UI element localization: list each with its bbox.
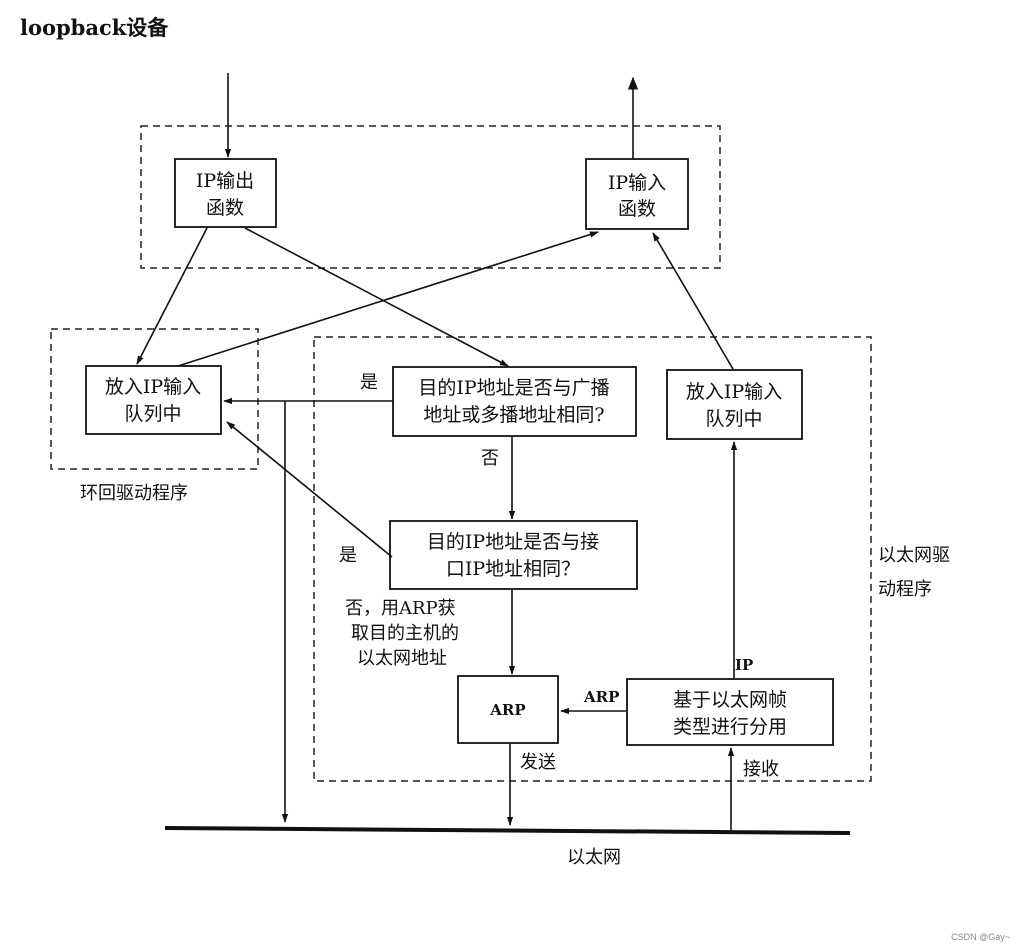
broadcast-check-box: 目的IP地址是否与广播 地址或多播地址相同? <box>392 366 637 437</box>
interface-check-line2: 口IP地址相同？ <box>446 558 580 580</box>
arp-box-label: ARP <box>489 701 525 719</box>
broadcast-check-line2: 地址或多播地址相同? <box>423 404 604 426</box>
label-ethernet: 以太网 <box>567 847 621 868</box>
label-arp-edge: ARP <box>583 688 619 706</box>
ip-output-box: IP输出 函数 <box>174 158 277 228</box>
label-no-arp-line1: 否，用ARP获 <box>345 598 456 619</box>
demux-box: 基于以太网帧 类型进行分用 <box>626 678 834 746</box>
label-yes-broadcast: 是 <box>360 372 378 393</box>
ip-input-box: IP输入 函数 <box>585 158 689 230</box>
interface-check-box: 目的IP地址是否与接 口IP地址相同？ <box>389 520 638 590</box>
loopback-queue-box: 放入IP输入 队列中 <box>85 365 222 435</box>
ethernet-queue-box: 放入IP输入 队列中 <box>666 369 803 440</box>
ip-layer-region <box>140 125 721 269</box>
ip-output-line2: 函数 <box>206 197 244 219</box>
ethernet-queue-line2: 队列中 <box>705 408 762 430</box>
ethernet-bus <box>164 826 851 835</box>
demux-line2: 类型进行分用 <box>673 716 787 738</box>
loopback-queue-line1: 放入IP输入 <box>105 376 201 398</box>
label-ethernet-driver-line2: 动程序 <box>878 579 932 600</box>
ip-input-line2: 函数 <box>618 198 656 220</box>
arrow-ip-output-to-loopback-queue <box>136 227 208 365</box>
broadcast-check-line1: 目的IP地址是否与广播 <box>418 377 609 399</box>
arrow-ethernet-queue-to-ip-input <box>652 232 734 370</box>
arrow-interface-yes <box>226 421 393 558</box>
label-loopback-driver: 环回驱动程序 <box>80 483 188 504</box>
page-title: loopback设备 <box>20 15 169 40</box>
interface-check-line1: 目的IP地址是否与接 <box>427 531 599 553</box>
label-no-arp-line2: 取目的主机的 <box>351 623 459 644</box>
loopback-driver-region <box>50 328 259 470</box>
label-ip-edge: IP <box>735 656 753 674</box>
ip-input-line1: IP输入 <box>608 172 666 194</box>
arrow-loopback-queue-to-ip-input <box>177 231 599 367</box>
ethernet-queue-line1: 放入IP输入 <box>686 381 782 403</box>
loopback-queue-line2: 队列中 <box>124 403 181 425</box>
arp-box: ARP <box>457 675 559 744</box>
watermark: CSDN @Gay~ <box>951 932 1010 942</box>
demux-line1: 基于以太网帧 <box>673 689 787 711</box>
label-no-arp-line3: 以太网地址 <box>357 648 447 669</box>
label-no-broadcast: 否 <box>481 448 499 469</box>
ip-output-line1: IP输出 <box>196 170 254 192</box>
ethernet-driver-region <box>313 336 872 782</box>
label-receive: 接收 <box>743 759 779 780</box>
label-ethernet-driver-line1: 以太网驱 <box>878 545 950 566</box>
arrow-ip-output-to-broadcast-check <box>244 227 509 367</box>
label-send: 发送 <box>520 752 556 773</box>
label-yes-interface: 是 <box>339 545 357 566</box>
